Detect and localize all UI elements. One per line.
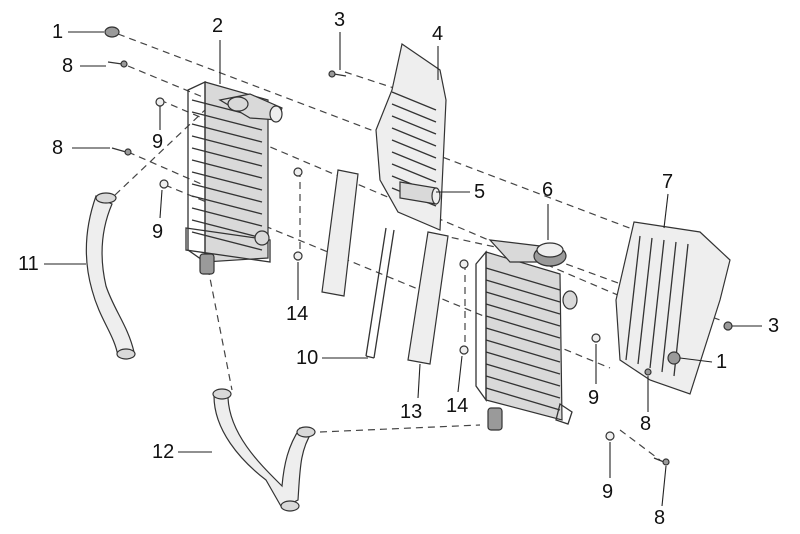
callout-8-bottom: 8 [654,507,666,529]
callout-3-top: 3 [334,9,346,31]
callout-5: 5 [474,181,486,203]
callout-4: 4 [432,23,444,45]
callout-14-left: 14 [286,303,309,325]
callout-10: 10 [296,347,319,369]
callout-9-upper: 9 [152,131,164,153]
leader-lines [44,31,762,507]
upper-hose [85,192,136,360]
callout-9-bottom: 9 [602,481,614,503]
callout-6: 6 [542,179,554,201]
radiator-cap [533,242,567,267]
foam-strip-right [407,231,449,365]
callout-13: 13 [400,401,423,423]
callout-14-right: 14 [446,395,469,417]
callout-8-middle: 8 [52,137,64,159]
callout-7: 7 [662,171,674,193]
callout-12: 12 [152,441,175,463]
right-radiator-fins [485,267,561,411]
foam-strip-left [321,169,359,297]
left-radiator-fins [191,99,263,251]
callout-1-top: 1 [52,21,64,43]
callout-8-right: 8 [640,413,652,435]
callout-8-upper: 8 [62,55,74,77]
fasteners [104,26,733,466]
left-radiator [185,80,283,275]
left-shroud [375,43,447,231]
callout-2: 2 [212,15,224,37]
lower-hose [212,388,316,512]
callout-1-right: 1 [716,351,728,373]
callout-3-right: 3 [768,315,780,337]
callout-9-middle: 9 [152,221,164,243]
right-shroud [615,221,731,395]
callout-11: 11 [18,253,39,275]
overflow-tube [365,227,395,359]
right-radiator [475,239,578,431]
callout-9-right: 9 [588,387,600,409]
